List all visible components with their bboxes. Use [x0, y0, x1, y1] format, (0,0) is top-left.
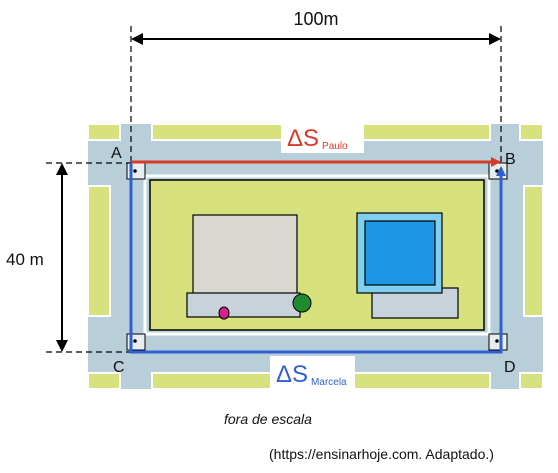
- dimension-left-label: 40 m: [6, 250, 44, 269]
- building: [186, 214, 301, 318]
- dimension-top-label: 100m: [293, 9, 338, 29]
- marcela-label-box: [270, 356, 355, 390]
- point-c-label: C: [113, 359, 125, 376]
- point-b-label: B: [505, 151, 516, 168]
- car-icon: [218, 306, 230, 320]
- pool: [356, 212, 459, 319]
- paulo-label-box: [281, 120, 364, 153]
- tree-icon: [292, 293, 312, 313]
- marcela-path: [129, 163, 506, 354]
- source-note: (https://ensinarhoje.com. Adaptado.): [269, 446, 494, 462]
- scale-note: fora de escala: [224, 411, 312, 427]
- point-d-label: D: [504, 359, 516, 376]
- main-block-border: [143, 174, 491, 336]
- point-a-label: A: [111, 145, 122, 162]
